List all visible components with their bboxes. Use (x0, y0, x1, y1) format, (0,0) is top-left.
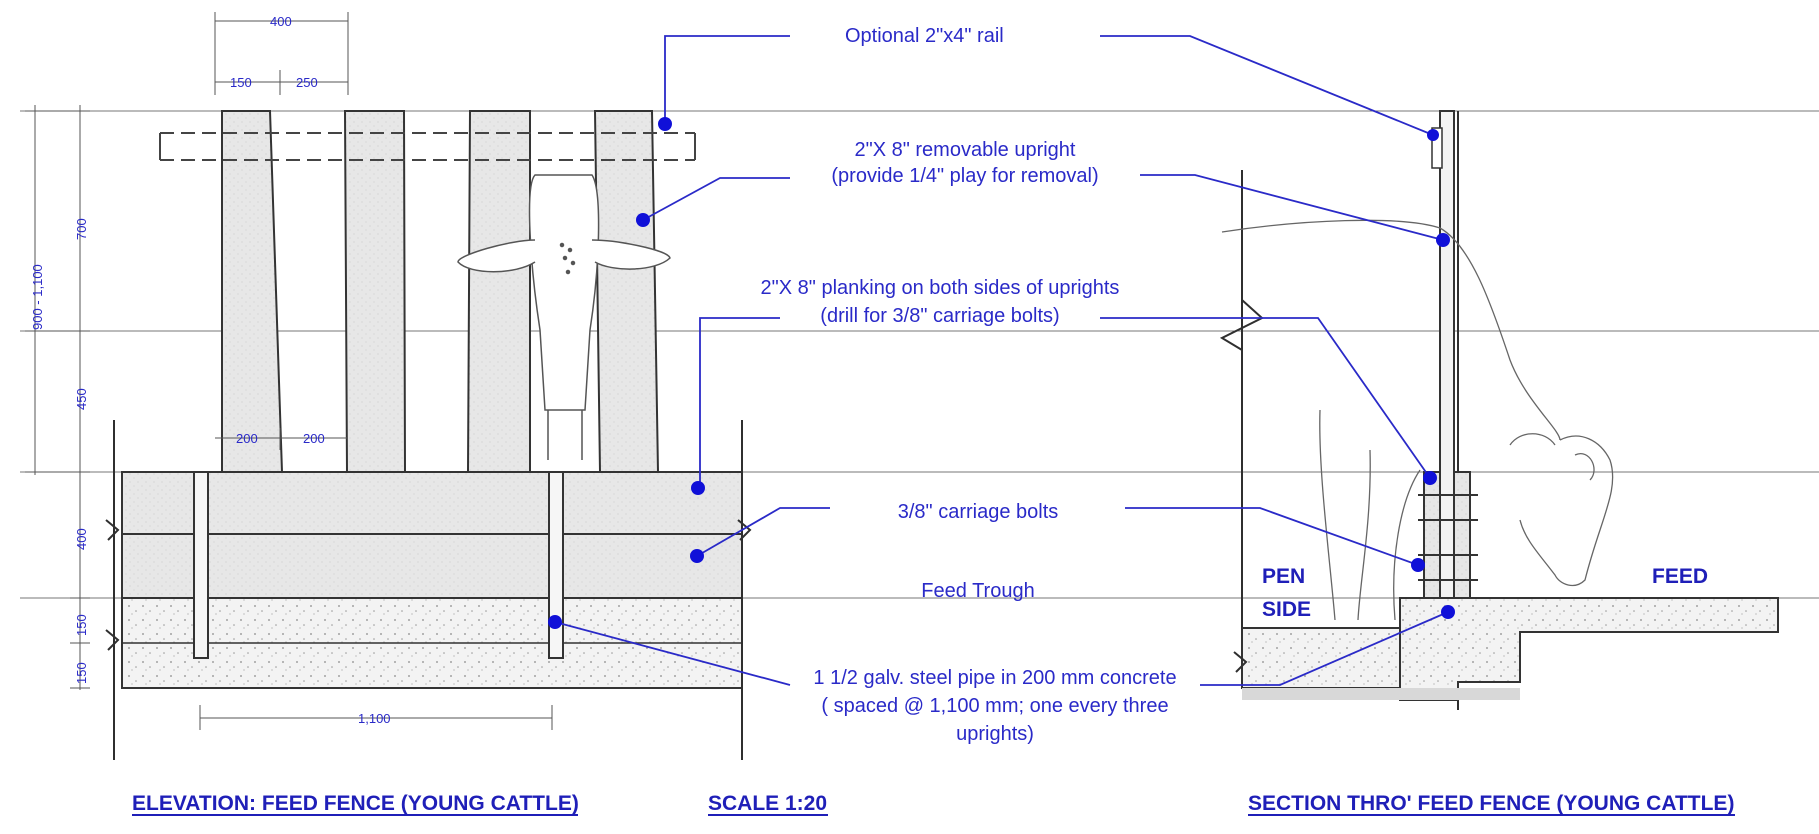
elevation-rail (159, 132, 696, 161)
calf-head-front (457, 174, 671, 460)
label-pen-side-line2: SIDE (1262, 598, 1311, 621)
title-elevation: ELEVATION: FEED FENCE (YOUNG CATTLE) (132, 792, 579, 815)
label-rail: Optional 2"x4" rail (845, 25, 1004, 47)
elevation-outline (105, 420, 752, 760)
dim-200-a: 200 (236, 431, 258, 446)
label-planking-line2: (drill for 3/8" carriage bolts) (820, 305, 1059, 327)
elevation-pipes (193, 471, 564, 659)
label-feed: FEED (1652, 565, 1708, 588)
elevation-uprights (221, 110, 660, 473)
label-pipe-line2: ( spaced @ 1,100 mm; one every three (821, 695, 1168, 717)
label-upright-line2: (provide 1/4" play for removal) (831, 165, 1098, 187)
label-upright-line1: 2"X 8" removable upright (855, 139, 1076, 161)
dim-1100: 1,100 (358, 711, 391, 726)
label-pen-side-line1: PEN (1262, 565, 1305, 588)
dim-250: 250 (296, 75, 318, 90)
label-planking-line1: 2"X 8" planking on both sides of upright… (761, 277, 1120, 299)
section-view (1219, 110, 1779, 710)
label-pipe-line1: 1 1/2 galv. steel pipe in 200 mm concret… (813, 667, 1176, 689)
dim-450: 450 (74, 388, 89, 410)
elevation-planks (121, 471, 743, 599)
dim-700: 700 (74, 218, 89, 240)
top-dimensions (199, 12, 553, 730)
dim-200-b: 200 (303, 431, 325, 446)
elevation-concrete (121, 597, 743, 689)
dim-900-1100: 900 - 1,100 (30, 264, 45, 330)
dim-400: 400 (270, 14, 292, 29)
title-section: SECTION THRO' FEED FENCE (YOUNG CATTLE) (1248, 792, 1734, 815)
dim-150-vertical-b: 150 (74, 662, 89, 684)
calf-side (1221, 219, 1614, 621)
label-pipe-line3: uprights) (956, 723, 1034, 745)
dim-150-vertical-a: 150 (74, 614, 89, 636)
label-feed-trough: Feed Trough (921, 580, 1034, 602)
dim-400-vertical: 400 (74, 528, 89, 550)
title-scale: SCALE 1:20 (708, 792, 827, 815)
leader-lines (554, 35, 1449, 686)
dim-150: 150 (230, 75, 252, 90)
vertical-dimensions (25, 105, 90, 690)
leader-dots (548, 117, 1455, 629)
label-carriage-bolts: 3/8" carriage bolts (898, 501, 1059, 523)
